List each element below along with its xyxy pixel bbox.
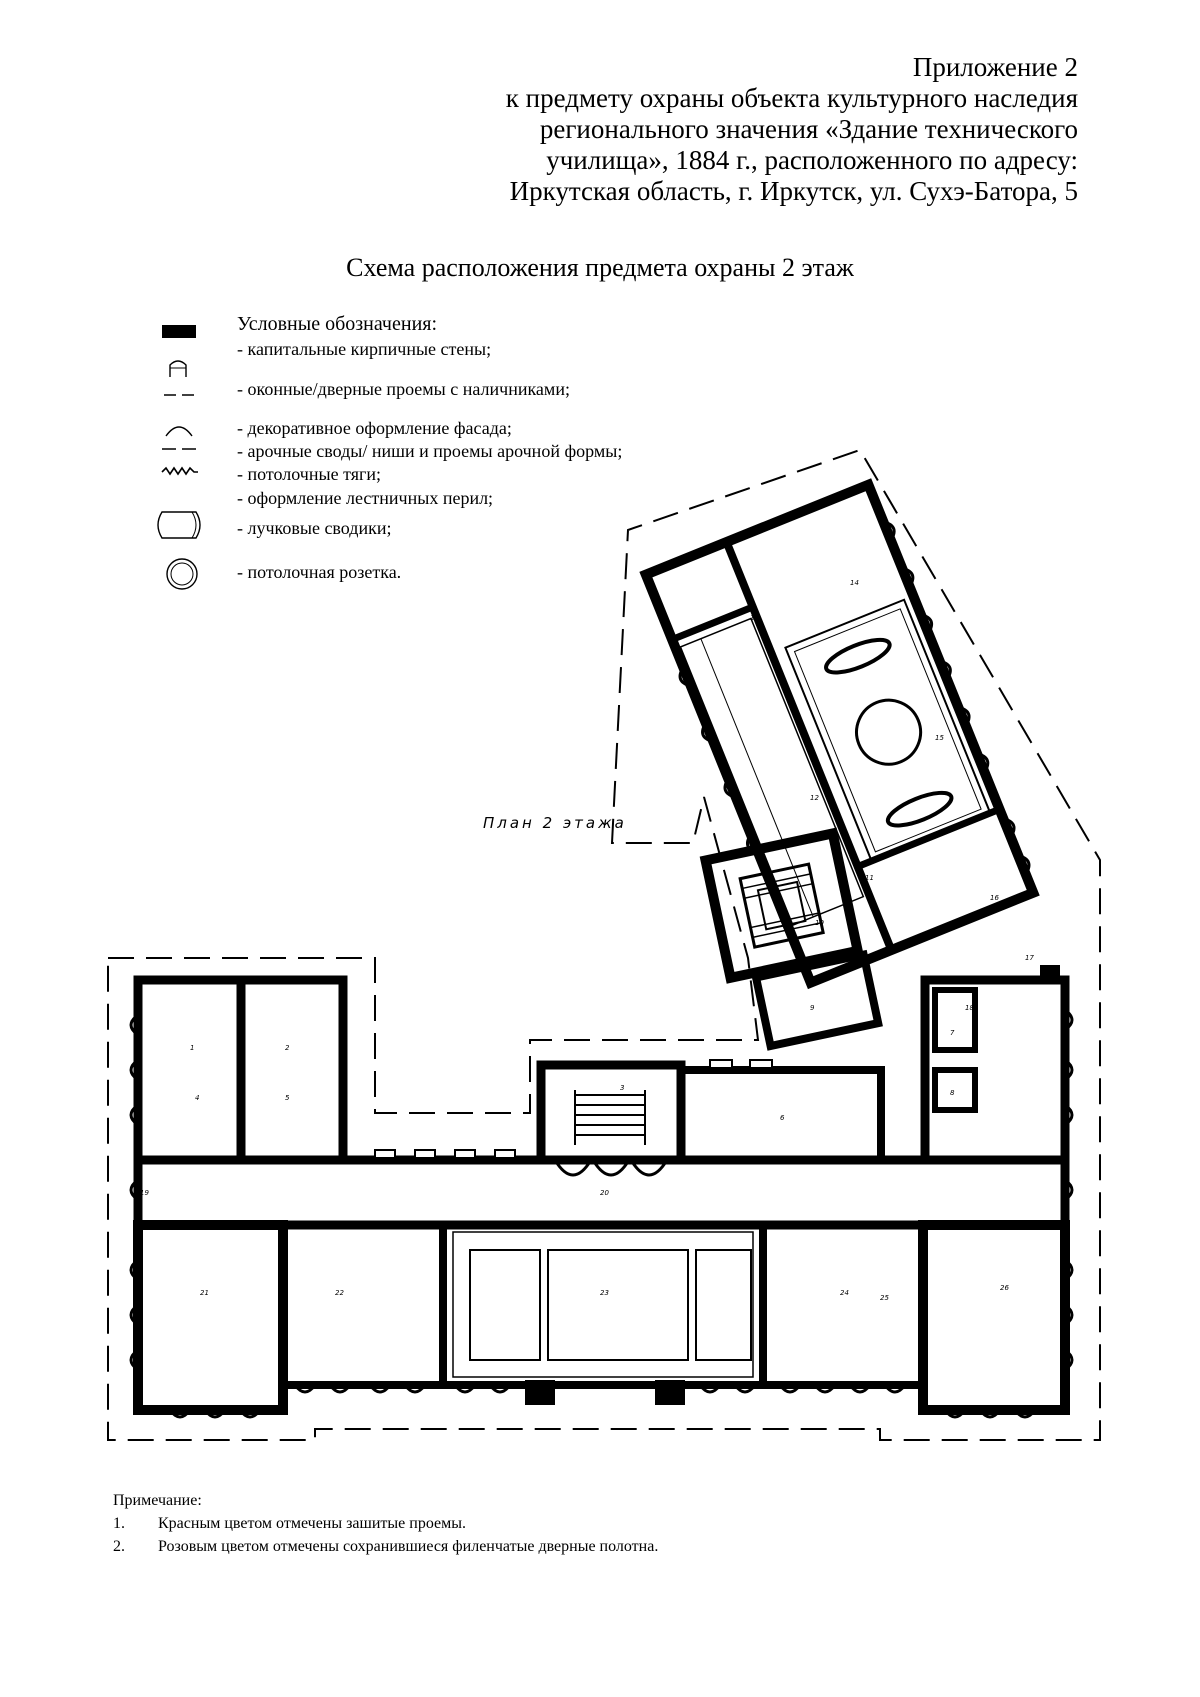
room-number: 10 — [815, 919, 824, 927]
room-number: 23 — [600, 1289, 609, 1297]
black-rectangle-icon — [162, 325, 196, 338]
legend-item: - декоративное оформление фасада; — [237, 418, 512, 438]
room-number: 21 — [200, 1289, 209, 1297]
note-item: 2. Розовым цветом отмечены сохранившиеся … — [113, 1535, 658, 1558]
note-number: 1. — [113, 1515, 125, 1532]
plan-label: План 2 этажа — [483, 814, 627, 832]
dashed-line-icon — [162, 448, 196, 450]
upper-wing — [639, 478, 1040, 990]
room-number: 19 — [140, 1189, 149, 1197]
header-line: Приложение 2 — [912, 52, 1078, 82]
wavy-line-icon — [161, 466, 198, 476]
room-number: 15 — [935, 734, 944, 742]
dashed-line-icon — [164, 394, 194, 396]
legend-item: - оформление лестничных перил; — [237, 488, 494, 508]
legend-item: - потолочные тяги; — [237, 464, 381, 484]
header-line: Иркутская область, г. Иркутск, ул. Сухэ-… — [509, 176, 1078, 206]
room-number: 16 — [990, 894, 999, 902]
room-number: 18 — [965, 1004, 974, 1012]
header-line: регионального значения «Здание техническ… — [539, 114, 1078, 144]
right-wing — [920, 965, 1074, 1165]
room-number: 6 — [780, 1114, 785, 1122]
main-block — [129, 975, 1074, 1419]
room-number: 5 — [285, 1094, 290, 1102]
document-header: Приложение 2 к предмету охраны объекта к… — [318, 52, 1078, 207]
legend-item: - лучковые сводики; — [237, 518, 392, 538]
protection-zone-boundary — [107, 448, 1101, 1441]
legend-item: - потолочная розетка. — [237, 562, 402, 582]
room-number: 22 — [335, 1289, 344, 1297]
room-number: 9 — [810, 1004, 815, 1012]
note-text: Розовым цветом отмечены сохранившиеся фи… — [158, 1538, 659, 1555]
window-frame-icon — [169, 360, 187, 377]
room-number: 8 — [950, 1089, 955, 1097]
stair-block — [699, 827, 883, 1051]
vault-icon — [157, 511, 201, 539]
room-number: 26 — [1000, 1284, 1009, 1292]
header-line: к предмету охраны объекта культурного на… — [505, 83, 1078, 113]
legend-item: - капитальные кирпичные стены; — [237, 339, 492, 359]
room-number: 11 — [865, 874, 874, 882]
room-number: 24 — [840, 1289, 849, 1297]
rosette-icon — [166, 558, 198, 590]
room-number: 2 — [285, 1044, 290, 1052]
legend-item: - арочные своды/ ниши и проемы арочной ф… — [237, 441, 623, 461]
room-number: 13 — [750, 614, 759, 622]
note-number: 2. — [113, 1538, 125, 1555]
note-item: 1. Красным цветом отмечены зашитые проемы… — [113, 1512, 658, 1535]
room-number: 12 — [810, 794, 819, 802]
room-number: 7 — [950, 1029, 955, 1037]
page-title: Схема расположения предмета охраны 2 эта… — [346, 253, 854, 282]
room-number: 20 — [600, 1189, 609, 1197]
note-text: Красным цветом отмечены зашитые проемы. — [158, 1515, 466, 1532]
arc-icon — [165, 426, 193, 437]
header-line: училища», 1884 г., расположенного по адр… — [546, 145, 1078, 175]
legend-heading: Условные обозначения: — [237, 313, 438, 335]
room-number: 17 — [1025, 954, 1034, 962]
legend-item: - оконные/дверные проемы с наличниками; — [237, 379, 570, 399]
room-number: 1 — [190, 1044, 194, 1052]
room-number: 4 — [195, 1094, 199, 1102]
room-number: 25 — [880, 1294, 889, 1302]
notes: Примечание: 1. Красным цветом отмечены за… — [113, 1489, 658, 1558]
room-number: 3 — [620, 1084, 624, 1092]
room-number: 14 — [850, 579, 859, 587]
notes-heading: Примечание: — [113, 1492, 202, 1509]
